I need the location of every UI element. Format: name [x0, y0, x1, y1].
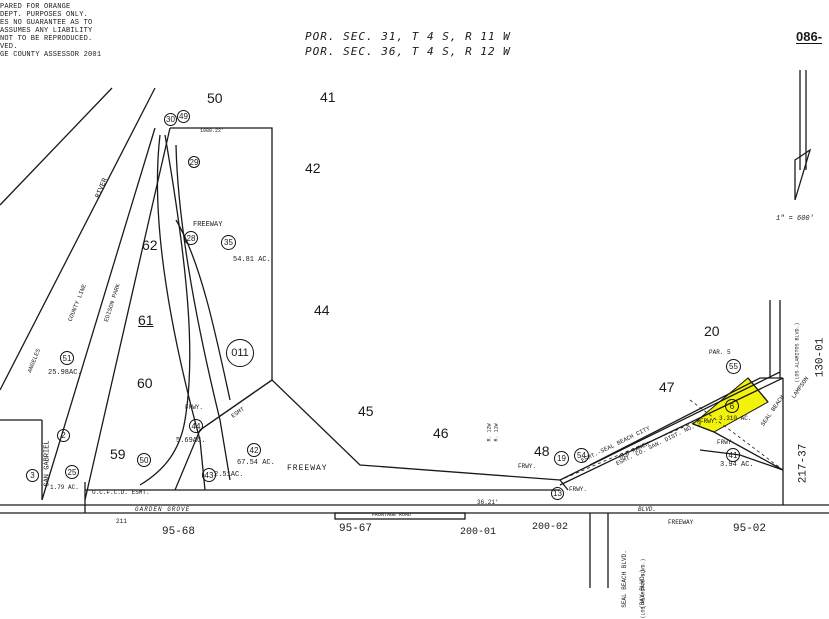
parcel-boundaries [0, 70, 829, 588]
block-46: 46 [433, 425, 449, 441]
block-44: 44 [314, 302, 330, 318]
block-59: 59 [110, 446, 126, 462]
r12w-label: R. 12W [486, 423, 493, 442]
parcel-29[interactable]: 29 [188, 156, 200, 168]
frwy-label: FRWY. [185, 404, 204, 411]
freeway-label-top: FREEWAY [193, 221, 223, 229]
dimension-bottom: 36.21' [477, 499, 499, 506]
disclaimer-line: DEPT. PURPOSES ONLY. [0, 11, 89, 19]
parcel-25[interactable]: 25 [65, 465, 79, 479]
blvd-label: BLVD. [638, 506, 657, 513]
easement-lines [564, 399, 784, 479]
parcel-41[interactable]: 41 [726, 448, 740, 462]
disclaimer-line: ES NO GUARANTEE AS TO [0, 19, 93, 27]
block-62: 62 [142, 237, 158, 253]
page-ref-95-02[interactable]: 95-02 [733, 523, 767, 535]
block-41: 41 [320, 89, 336, 105]
parcel-13[interactable]: 13 [551, 487, 564, 500]
ocfcd-esmt-label: O.C.F.C.D. ESMT. [92, 489, 150, 496]
page-ref-200-01[interactable]: 200-01 [460, 527, 497, 538]
freeway-label-bottom: FREEWAY [668, 519, 694, 526]
parcel-44[interactable]: 44 [189, 419, 203, 433]
frwy-label: FRWY. [518, 463, 537, 470]
block-45: 45 [358, 403, 374, 419]
page-ref-130-01[interactable]: 130-01 [814, 337, 827, 378]
bay-blvd-label: (BAY BLVD.) [638, 569, 646, 609]
garden-grove-label: GARDEN GROVE [135, 506, 191, 513]
parcel-30[interactable]: 30 [164, 113, 177, 126]
page-ref-217-37[interactable]: 217-37 [797, 443, 810, 484]
block-20: 20 [704, 323, 720, 339]
block-60: 60 [137, 375, 153, 391]
disclaimer: PARED FOR ORANGE DEPT. PURPOSES ONLY. ES… [0, 3, 101, 59]
parcel-54[interactable]: 54 [574, 448, 589, 463]
parcel-35[interactable]: 35 [221, 235, 236, 250]
page-ref-95-68[interactable]: 95-68 [162, 526, 196, 538]
r11w-label: R. 11W [493, 423, 500, 442]
frwy-label: FRWY. [569, 486, 588, 493]
parcel-28[interactable]: 28 [184, 231, 198, 245]
disclaimer-line: ASSUMES ANY LIABILITY [0, 27, 93, 35]
block-50: 50 [207, 90, 223, 106]
acreage-42: 67.54 AC. [237, 459, 275, 467]
parcel-42[interactable]: 42 [247, 443, 261, 457]
acreage-44: 5.69AC. [176, 437, 206, 445]
parcel-6[interactable]: 6 [725, 399, 739, 413]
par5-label: PAR. 5 [709, 349, 731, 356]
parcel-2[interactable]: 2 [57, 429, 70, 442]
parcel-55[interactable]: 55 [726, 359, 741, 374]
dimension-top: 1080.22' [200, 128, 225, 134]
block-48: 48 [534, 443, 550, 459]
map-number: 086- [796, 29, 823, 44]
scale-label: 1" = 600' [776, 215, 814, 223]
section-line-2: POR. SEC. 36, T 4 S, R 12 W [305, 45, 511, 58]
seal-beach-bottom-label: SEAL BEACH BLVD. [620, 550, 628, 608]
block-61: 61 [138, 312, 154, 328]
parcel-51[interactable]: 51 [60, 351, 74, 365]
disclaimer-line: NOT TO BE REPRODUCED. [0, 35, 93, 43]
los-alamitos-label: (LOS ALAMITOS BLVD.) [794, 322, 801, 383]
disclaimer-line: PARED FOR ORANGE [0, 3, 71, 11]
acreage-6: 3.310 AC. [719, 415, 752, 422]
assessor-map-canvas [0, 70, 829, 588]
disclaimer-line: VED. [0, 43, 18, 51]
parcel-50[interactable]: 50 [137, 453, 151, 467]
freeway-label-main: FREEWAY [287, 464, 328, 473]
parcel-43[interactable]: 43 [202, 468, 216, 482]
san-gabriel-label: SAN GABRIEL [43, 440, 52, 487]
disclaimer-line: GE COUNTY ASSESSOR 2001 [0, 51, 102, 59]
acreage-43: 2.51AC. [214, 471, 244, 479]
page-ref-211[interactable]: 211 [116, 518, 127, 525]
frwy-label: FRWY [717, 439, 732, 446]
acreage-29: 1.79 AC. [50, 484, 79, 491]
parcel-011[interactable]: 011 [226, 339, 254, 367]
acreage-51: 25.98AC. [48, 369, 82, 377]
parcel-19[interactable]: 19 [554, 451, 569, 466]
page-ref-95-67[interactable]: 95-67 [339, 523, 373, 535]
section-line-1: POR. SEC. 31, T 4 S, R 11 W [305, 30, 511, 43]
parcel-3[interactable]: 3 [26, 469, 39, 482]
page-ref-200-02[interactable]: 200-02 [532, 522, 569, 533]
acreage-35: 54.81 AC. [233, 256, 271, 264]
parcel-49[interactable]: 49 [177, 110, 190, 123]
acreage-41: 3.94 AC. [720, 461, 754, 469]
frwy-label: FRWY. [700, 418, 719, 425]
frontage-road-label: FRONTAGE ROAD [372, 512, 412, 518]
block-42: 42 [305, 160, 321, 176]
block-47: 47 [659, 379, 675, 395]
